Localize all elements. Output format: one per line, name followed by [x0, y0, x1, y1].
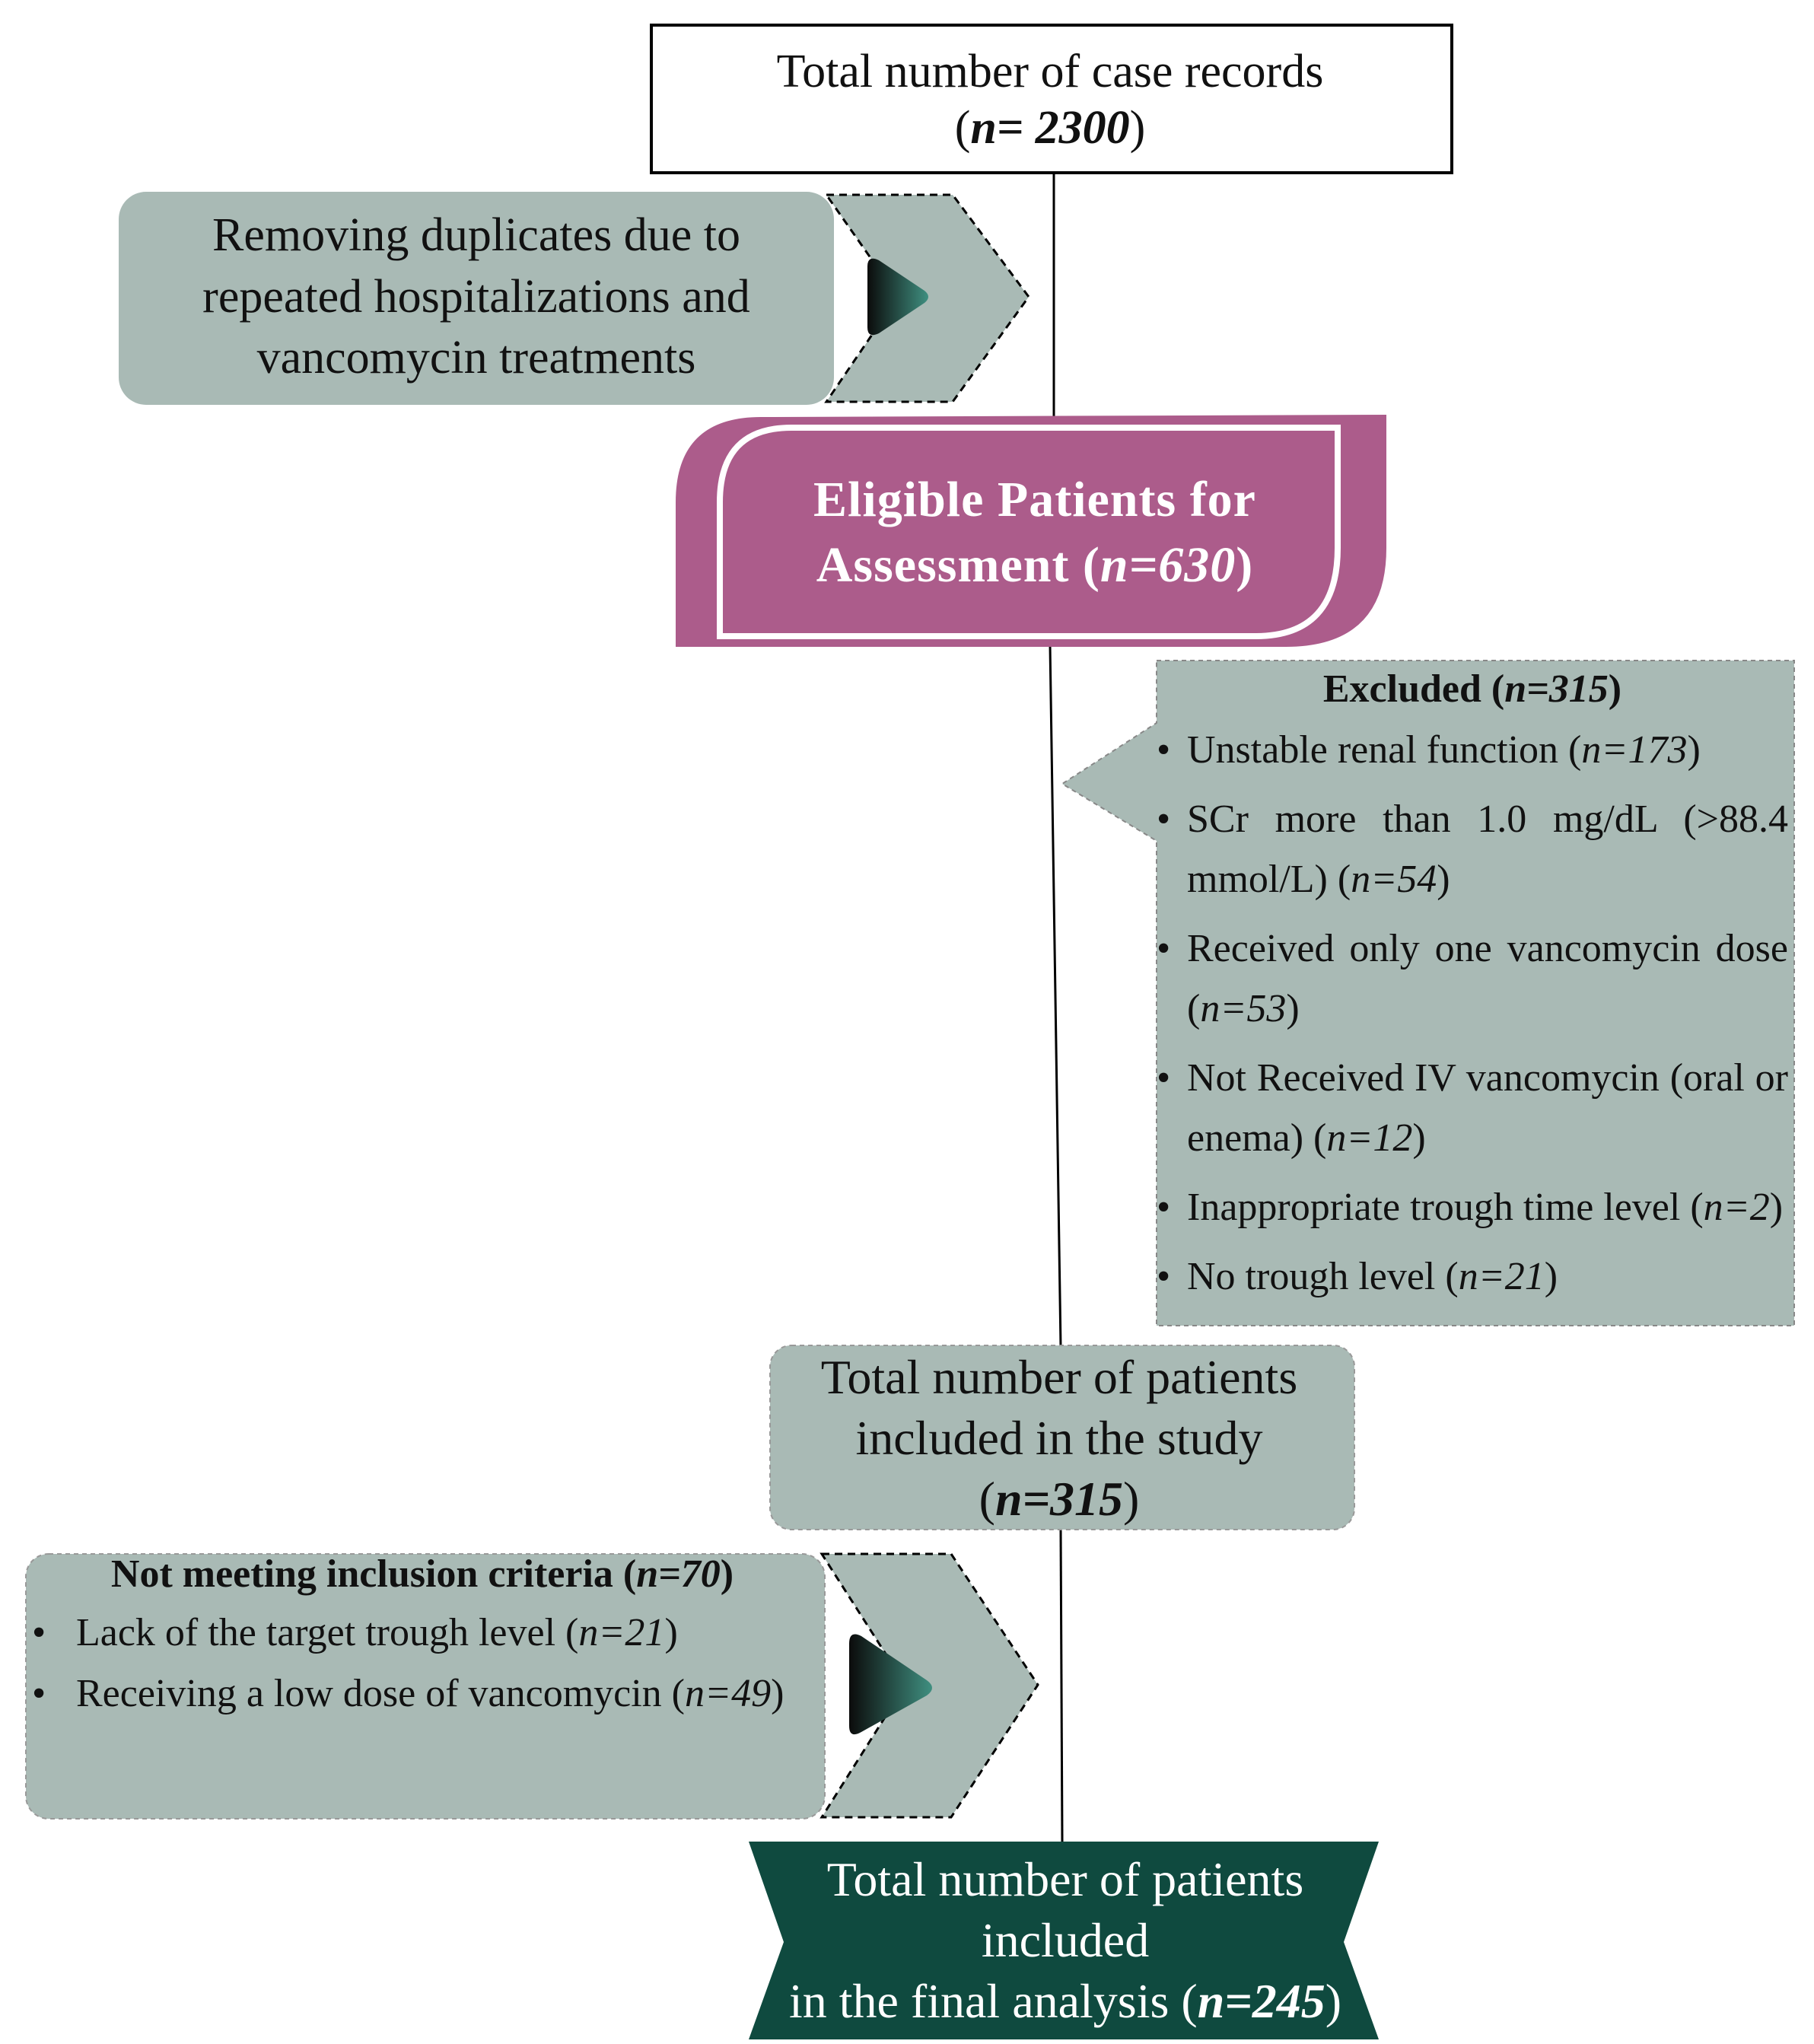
- eligible-count: Assessment (n=630): [816, 537, 1254, 593]
- included-study-text: Total number of patients included in the…: [770, 1347, 1348, 1530]
- final-analysis-banner: [749, 1842, 1379, 2039]
- excluded-text: Excluded (n=315) Unstable renal function…: [1157, 670, 1788, 1317]
- list-item: Inappropriate trough time level (n=2): [1157, 1177, 1788, 1237]
- duplicates-text: Removing duplicates due to repeated hosp…: [120, 190, 832, 403]
- list-item: Receiving a low dose of vancomycin (n=49…: [30, 1665, 814, 1723]
- included-study-line: included in the study: [855, 1411, 1263, 1465]
- final-count: in the final analysis (n=245): [788, 1974, 1342, 2028]
- excluded-list: Unstable renal function (n=173) SCr more…: [1157, 720, 1788, 1307]
- total-records-label: Total number of case records: [776, 45, 1324, 97]
- duplicates-line: vancomycin treatments: [256, 332, 696, 384]
- eligible-box: [676, 415, 1386, 647]
- excluded-heading: Excluded (n=315): [1322, 667, 1622, 711]
- included-study-count: (n=315): [979, 1472, 1140, 1526]
- final-line: included: [981, 1913, 1150, 1967]
- included-study-line: Total number of patients: [820, 1350, 1298, 1404]
- eligible-inner-frame: [717, 425, 1341, 639]
- total-records-text: Total number of case records (n= 2300): [651, 29, 1449, 170]
- list-item: SCr more than 1.0 mg/dL (>88.4 mmol/L) (…: [1157, 789, 1788, 909]
- final-line: Total number of patients: [826, 1852, 1304, 1906]
- included-study-box: [769, 1345, 1355, 1530]
- not-meeting-list: Lack of the target trough level (n=21) R…: [30, 1604, 814, 1722]
- connector-line: [1049, 645, 1062, 1348]
- not-meeting-heading: Not meeting inclusion criteria (n=70): [110, 1552, 734, 1596]
- not-meeting-text: Not meeting inclusion criteria (n=70) La…: [30, 1551, 814, 1817]
- eligible-label: Eligible Patients for: [813, 472, 1256, 528]
- duplicates-line: repeated hospitalizations and: [202, 270, 750, 323]
- list-item: Not Received IV vancomycin (oral or enem…: [1157, 1048, 1788, 1168]
- duplicates-line: Removing duplicates due to: [212, 209, 740, 262]
- list-item: Received only one vancomycin dose (n=53): [1157, 919, 1788, 1039]
- total-records-box: [650, 24, 1453, 174]
- play-triangle-icon: [867, 258, 928, 336]
- eligible-text: Eligible Patients for Assessment (n=630): [730, 438, 1339, 628]
- list-item: No trough level (n=21): [1157, 1246, 1788, 1307]
- total-records-count: (n= 2300): [954, 102, 1146, 154]
- list-item: Lack of the target trough level (n=21): [30, 1604, 814, 1662]
- duplicates-box: [119, 192, 834, 405]
- final-analysis-text: Total number of patients included in the…: [769, 1842, 1362, 2039]
- connector-line: [1059, 1529, 1064, 1842]
- play-triangle-icon: [849, 1634, 932, 1735]
- list-item: Unstable renal function (n=173): [1157, 720, 1788, 780]
